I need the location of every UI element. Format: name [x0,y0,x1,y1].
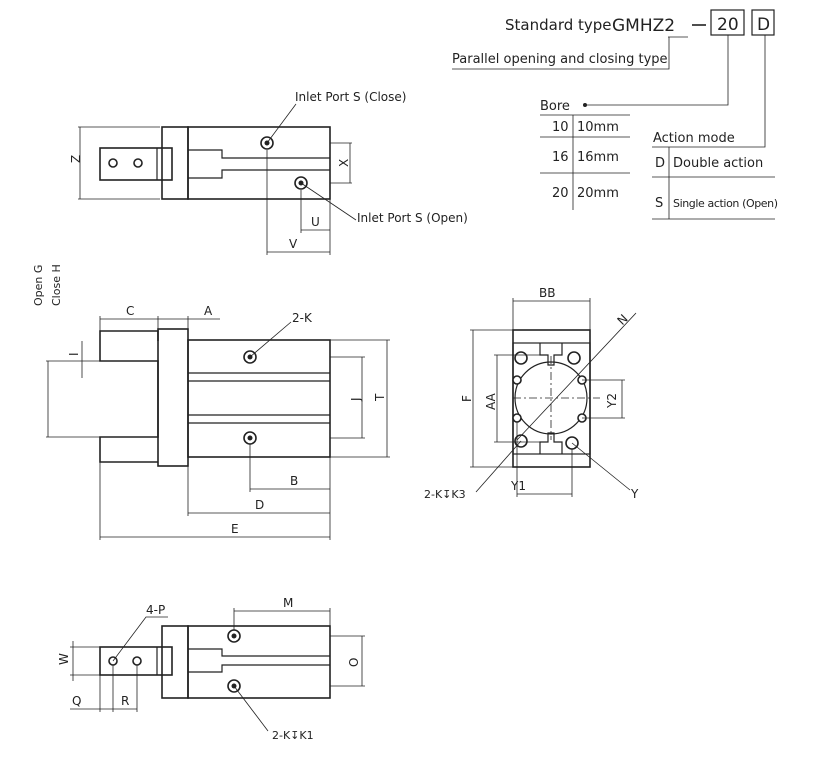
end-view: N BB F AA Y2 Y1 Y 2-K↧K3 [424,286,639,501]
slot-line [188,664,330,673]
dim-e: E [231,522,239,536]
bore-leader-dot [583,103,587,107]
bore-row-code: 10 [552,120,569,135]
slot-line [188,149,330,159]
action-row-code: D [655,156,665,171]
body-flange [161,126,189,200]
leader [571,442,631,491]
upper-jaw [99,330,159,412]
body-flange [157,328,189,467]
jaw-hole [108,158,118,168]
bore-code: 20 [717,15,739,35]
jaw-hole [133,158,143,168]
ordering-code: Standard type GMHZ2 20 D Parallel openin… [452,9,778,220]
slot-line [188,169,330,179]
dim-c: C [126,304,134,318]
hole-p-label: 4-P [146,603,165,617]
inlet-port-open-label: Inlet Port S (Open) [357,211,468,225]
dim-b: B [290,474,298,488]
leader [233,685,269,732]
lower-jaw [99,412,159,463]
bore-label: Bore [540,99,570,114]
action-mode-label: Action mode [653,131,735,146]
leader [475,440,522,493]
dim-i: I [67,352,81,356]
close-h-label: Close H [50,264,63,306]
body-flange [161,625,189,699]
body-block [187,339,331,458]
dim-m: M [283,596,293,610]
dim-z: Z [69,155,83,163]
type-description: Parallel opening and closing type [452,52,668,67]
dim-bb: BB [539,286,555,300]
dim-n: N [615,312,631,328]
slot-line [188,648,330,657]
dim-u: U [311,215,320,229]
dim-y1: Y1 [510,479,526,493]
mount-hole-core [231,633,237,639]
mount-hole-core [247,435,253,441]
dim-d: D [255,498,264,512]
bore-leader [585,35,729,106]
dim-j: J [349,397,363,402]
side-hole [512,375,522,385]
standard-type-label: Standard type [505,16,612,34]
dim-x: X [337,159,351,167]
bore-row-code: 20 [552,186,569,201]
jaw-outline [99,147,173,181]
diameter-leader [516,312,637,441]
inlet-port-close-label: Inlet Port S (Close) [295,90,406,104]
front-view: C A 2-K Open G Close H I J T B D E [32,264,390,540]
leader [266,103,297,144]
leader [300,182,357,221]
bore-row-size: 20mm [577,186,619,201]
jaw-hole [132,656,142,666]
dim-a: A [204,304,213,318]
action-leader [652,35,766,148]
end-notch-top [539,343,563,366]
action-code-box [751,9,775,36]
open-g-label: Open G [32,265,45,306]
dim-v: V [289,237,298,251]
action-row-desc: Double action [673,156,763,171]
top-view: Z X U V Inlet Port S (Close) Inlet Port … [69,90,468,255]
jaw-outline [99,646,173,676]
hole-k1-label: 2-K↧K1 [272,729,314,742]
hole-k-label: 2-K [292,311,313,325]
body-block [187,126,331,200]
leader [112,616,168,662]
dim-t: T [373,393,387,402]
dim-aa: AA [484,392,498,410]
dim-q: Q [72,694,81,708]
corner-hole [567,351,581,365]
bottom-view: M W O Q R 4-P 2-K↧K1 [57,596,365,742]
type-leader [452,37,670,70]
corner-hole [514,351,528,365]
bore-row-size: 10mm [577,120,619,135]
leader [249,321,292,358]
bore-row-code: 16 [552,150,569,165]
dim-o: O [347,658,361,667]
side-hole [512,413,522,423]
action-row-code: S [655,196,663,211]
dim-y2: Y2 [605,393,619,409]
action-row-desc: Single action (Open) [673,197,778,210]
bore-code-box [710,9,745,36]
body-block [187,625,331,699]
model-code: GMHZ2 [612,16,675,36]
dim-r: R [121,694,129,708]
dim-f: F [460,395,474,402]
bore-row-size: 16mm [577,150,619,165]
dim-w: W [57,653,71,665]
hole-k3-label: 2-K↧K3 [424,488,466,501]
dim-y: Y [630,487,639,501]
end-inner [512,342,591,455]
action-code: D [757,15,770,35]
